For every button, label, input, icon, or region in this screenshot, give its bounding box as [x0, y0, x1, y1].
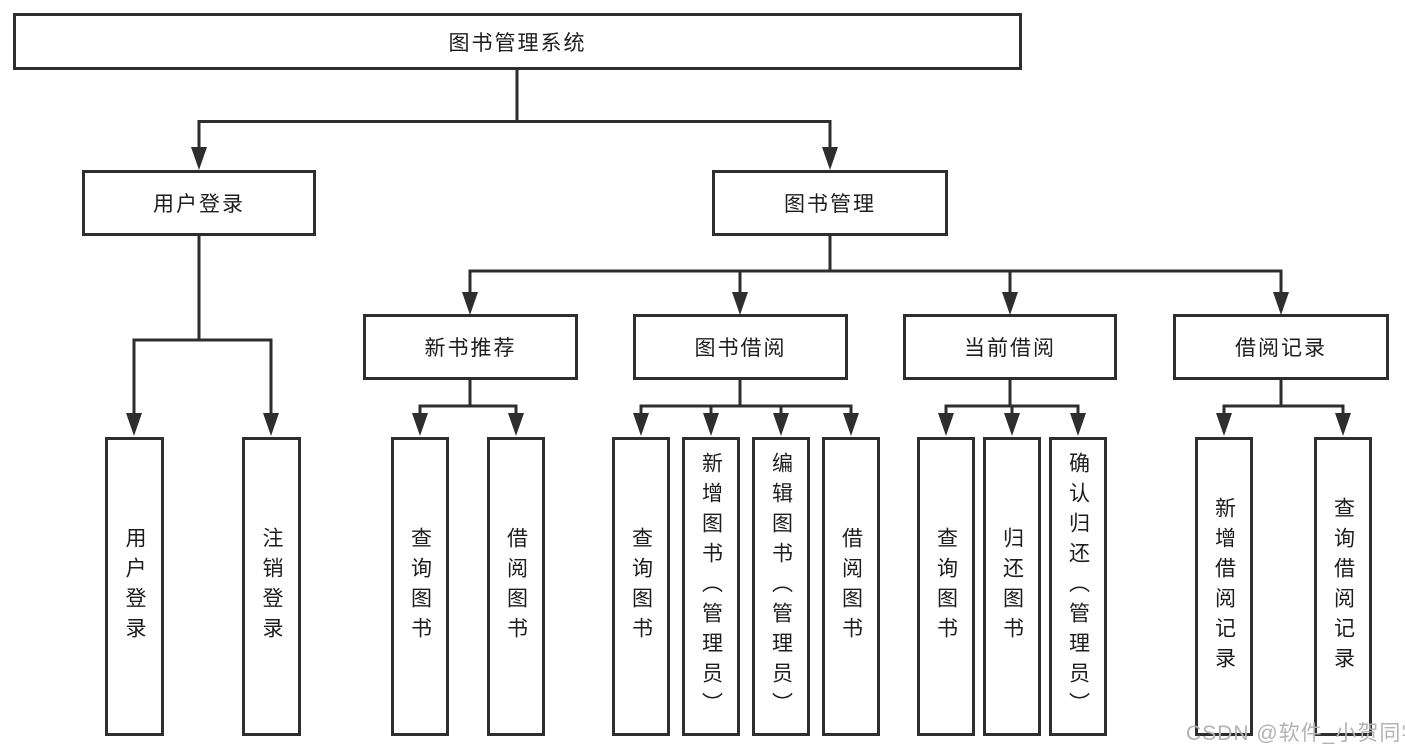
leaf-borrow-edit-book-admin: 编辑图书（管理员）: [752, 437, 810, 736]
leaf-user-login: 用户登录: [105, 437, 164, 736]
leaf-records-query-record: 查询借阅记录: [1314, 437, 1372, 736]
node-book-borrowing: 图书借阅: [633, 314, 848, 380]
leaf-borrow-add-book-admin: 新增图书（管理员）: [682, 437, 740, 736]
node-user-login: 用户登录: [82, 170, 316, 236]
leaf-current-confirm-return-admin: 确认归还（管理员）: [1049, 437, 1107, 736]
leaf-current-query-book: 查询图书: [917, 437, 975, 736]
leaf-borrow-borrow-book: 借阅图书: [822, 437, 880, 736]
leaf-borrow-query-book: 查询图书: [612, 437, 670, 736]
node-book-management: 图书管理: [712, 170, 948, 236]
node-library-management-system: 图书管理系统: [13, 13, 1022, 70]
arrowhead-icons: [126, 147, 1351, 436]
node-new-book-recommend: 新书推荐: [363, 314, 578, 380]
csdn-watermark: CSDN @软件_小贺同学: [1186, 722, 1405, 745]
leaf-newrec-query-book: 查询图书: [391, 437, 449, 736]
node-current-borrowing: 当前借阅: [903, 314, 1117, 380]
leaf-current-return-book: 归还图书: [983, 437, 1041, 736]
node-borrowing-records: 借阅记录: [1173, 314, 1389, 380]
leaf-newrec-borrow-book: 借阅图书: [487, 437, 545, 736]
leaf-logout: 注销登录: [242, 437, 301, 736]
leaf-records-add-record: 新增借阅记录: [1195, 437, 1253, 736]
